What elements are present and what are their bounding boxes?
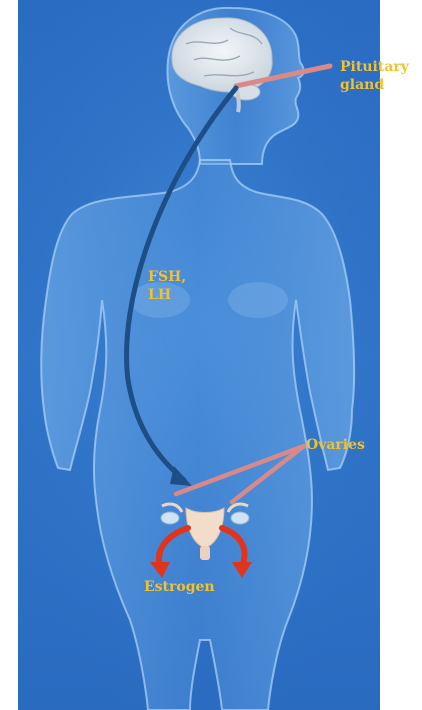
hormone-label-line-2: LH — [148, 286, 186, 304]
pituitary-label-line-1: Pituitary — [340, 58, 409, 76]
hormone-label-line-1: FSH, — [148, 268, 186, 286]
fsh-lh-label: FSH, LH — [148, 268, 186, 304]
chest-highlight-right — [228, 282, 288, 318]
pituitary-gland-label: Pituitary gland — [340, 58, 409, 94]
estrogen-label: Estrogen — [144, 578, 215, 596]
pituitary-label-line-2: gland — [340, 76, 409, 94]
ovaries-label: Ovaries — [306, 436, 365, 454]
